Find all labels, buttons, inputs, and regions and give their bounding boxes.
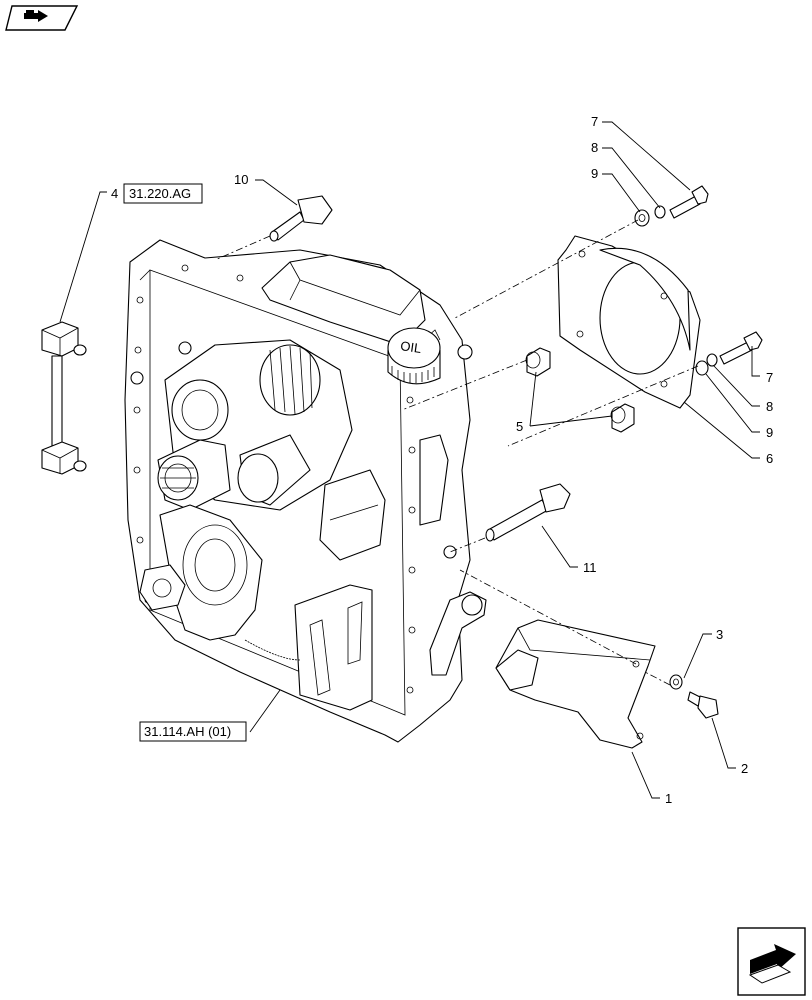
callout-3: 3 <box>716 627 723 642</box>
callout-1: 1 <box>665 791 672 806</box>
next-page-arrow-icon[interactable] <box>737 927 806 996</box>
callout-8-lower: 8 <box>766 399 773 414</box>
bolt-part-10 <box>269 195 333 242</box>
callout-10: 10 <box>234 172 248 187</box>
leader-lines <box>59 121 760 799</box>
screw-washer-group-upper <box>634 185 709 227</box>
callout-6: 6 <box>766 451 773 466</box>
callout-4: 4 <box>111 186 118 201</box>
callout-5: 5 <box>516 419 523 434</box>
washer-part-3 <box>669 674 683 690</box>
transmission-housing: OIL <box>124 239 487 743</box>
sleeve-part-5 <box>525 347 635 433</box>
reference-box-upper[interactable]: 31.220.AG <box>123 183 203 204</box>
assembly-lines <box>214 219 699 686</box>
reference-upper-text[interactable]: 31.220.AG <box>129 186 191 201</box>
screw-washer-group-lower <box>695 331 763 376</box>
cap-marking: OIL <box>399 338 422 356</box>
callout-2: 2 <box>741 761 748 776</box>
bolt-part-2 <box>687 691 719 719</box>
callout-9-lower: 9 <box>766 425 773 440</box>
callout-11: 11 <box>583 560 597 575</box>
callout-9-upper: 9 <box>591 166 598 181</box>
bolt-part-11 <box>485 483 571 542</box>
link-rod-part-4 <box>41 321 87 475</box>
cover-plate-part-6 <box>557 235 701 409</box>
bracket-part-1 <box>495 619 656 749</box>
callout-7-lower: 7 <box>766 370 773 385</box>
callout-8-upper: 8 <box>591 140 598 155</box>
book-arrow-icon[interactable] <box>5 5 79 31</box>
oil-filler-cap: OIL <box>387 327 441 385</box>
callout-labels: 4 10 7 8 9 7 8 9 6 5 11 3 2 1 <box>111 114 773 806</box>
callout-7-upper: 7 <box>591 114 598 129</box>
reference-lower-text[interactable]: 31.114.AH (01) <box>144 724 231 739</box>
reference-box-lower[interactable]: 31.114.AH (01) <box>139 721 247 742</box>
